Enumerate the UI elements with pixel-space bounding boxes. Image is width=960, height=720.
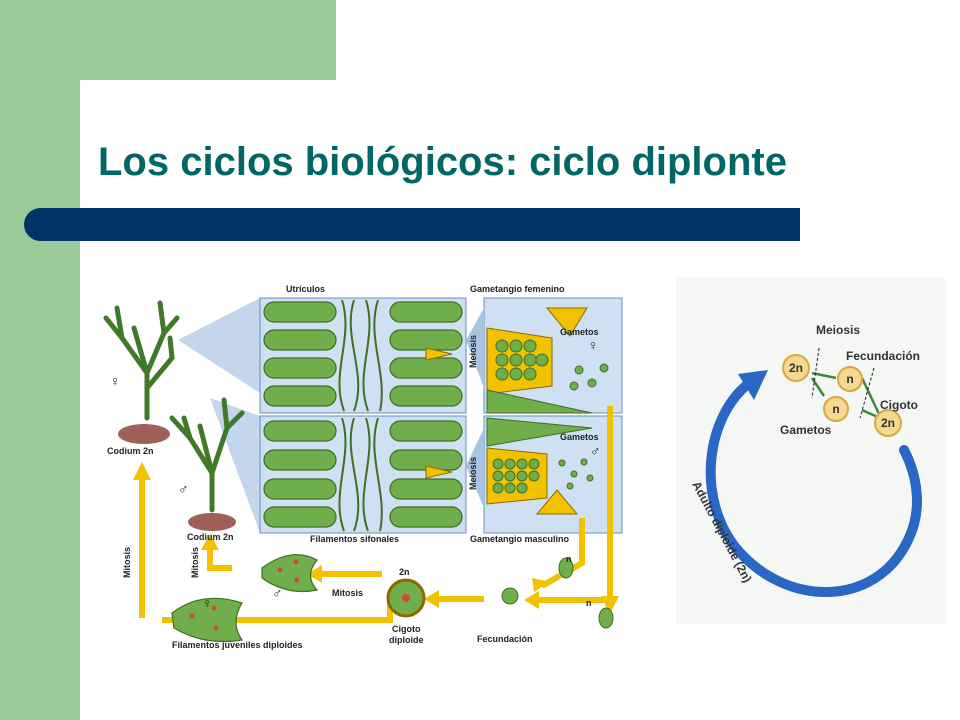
- juvenile-dots: [189, 559, 300, 631]
- label-mitosis-small: Mitosis: [190, 547, 200, 578]
- label-mitosis-left: Mitosis: [122, 547, 132, 578]
- slide-title: Los ciclos biológicos: ciclo diplonte: [98, 140, 787, 184]
- filamentos-juveniles: [171, 553, 319, 643]
- zoom-cone-top: [178, 298, 260, 393]
- arrow-heads: [133, 462, 619, 614]
- zoom-cone-m: [466, 428, 484, 508]
- male-symbol-plant: ♂: [178, 481, 189, 497]
- cycle-nodes: [782, 354, 902, 437]
- label-gametangio-masculino: Gametangio masculino: [470, 534, 570, 544]
- codium-female-plant: [103, 300, 180, 421]
- utriculos-top: [263, 301, 463, 407]
- node-arrows: [810, 371, 882, 420]
- gamete-n-upper: [558, 557, 574, 579]
- male-symbol-gamete: ♂: [590, 443, 601, 459]
- label-meiosis-bottom: Meiosis: [468, 457, 478, 490]
- gametangio-small-f: [425, 347, 453, 361]
- filamentos-sifonales-drawing: [338, 299, 383, 532]
- female-symbol-juvenile: ♀: [202, 595, 213, 611]
- label-cigoto-ploidy: 2n: [399, 567, 410, 577]
- codium-female-base: [118, 424, 170, 444]
- cycle-arrowhead: [738, 370, 768, 400]
- node-n-top: n: [846, 372, 853, 386]
- label-fecundacion: Fecundación: [477, 634, 533, 644]
- label-meiosis-top: Meiosis: [468, 335, 478, 368]
- label-cigoto-sub: diploide: [389, 635, 424, 645]
- utriculo-m-top: [486, 417, 593, 447]
- label-codium-m: Codium 2n: [187, 532, 234, 542]
- content-corner: [80, 80, 140, 140]
- utriculos-bottom: [263, 420, 463, 528]
- label-meiosis: Meiosis: [816, 323, 860, 337]
- label-codium-f: Codium 2n: [107, 446, 154, 456]
- panel-gametangio-f: [483, 297, 623, 414]
- label-filamentos-juveniles: Filamentos juveniles diploides: [172, 640, 303, 650]
- male-symbol-juvenile: ♂: [272, 585, 283, 601]
- utriculo-f-base: [486, 389, 593, 414]
- node-2n-left: 2n: [789, 361, 803, 375]
- label-cigoto: Cigoto: [880, 398, 918, 412]
- label-fecundacion: Fecundación: [846, 349, 920, 363]
- label-gametangio-femenino: Gametangio femenino: [470, 284, 565, 294]
- codium-male-plant: [169, 397, 245, 513]
- gametes-f: [569, 363, 609, 391]
- diplonte-cycle-figure: 2n n n 2n Meiosis Fecundación Cigoto Gam…: [676, 278, 946, 624]
- label-utriculos: Utrículos: [286, 284, 325, 294]
- label-mitosis-center: Mitosis: [332, 588, 363, 598]
- gametangio-m-cone: [535, 489, 579, 515]
- node-2n-right: 2n: [881, 416, 895, 430]
- title-underline-bar: [24, 208, 800, 241]
- fecundacion-gamete: [501, 587, 519, 605]
- zoom-cone-f: [466, 308, 484, 388]
- female-symbol-gamete: ♀: [588, 337, 599, 353]
- dashed-markers: [811, 347, 875, 419]
- node-n-bottom: n: [832, 402, 839, 416]
- gamete-n-lower: [598, 607, 614, 629]
- label-gametos-f: Gametos: [560, 327, 599, 337]
- zoom-cone-bottom: [210, 398, 260, 533]
- top-decor-band: [0, 0, 336, 80]
- gametangio-m-cells: [492, 458, 540, 494]
- gametangio-f-cells: [495, 339, 549, 381]
- female-symbol-plant: ♀: [110, 373, 121, 389]
- label-n-lower: n: [586, 598, 592, 608]
- label-gametos: Gametos: [780, 423, 832, 437]
- adulto-cycle-arc: [705, 379, 922, 597]
- left-decor-band: [0, 0, 80, 720]
- label-cigoto: Cigoto: [392, 624, 421, 634]
- gametes-m: [558, 458, 594, 490]
- gametangio-f-cone: [545, 307, 588, 337]
- cigoto-nucleus: [402, 594, 410, 602]
- gametangio-small-m: [425, 465, 453, 479]
- label-n-upper: n: [566, 554, 572, 564]
- codium-cycle-figure: Utrículos Gametangio femenino Gametangio…: [103, 284, 623, 650]
- codium-male-base: [188, 513, 236, 531]
- label-gametos-m: Gametos: [560, 432, 599, 442]
- label-filamentos-sifonales: Filamentos sifonales: [310, 534, 399, 544]
